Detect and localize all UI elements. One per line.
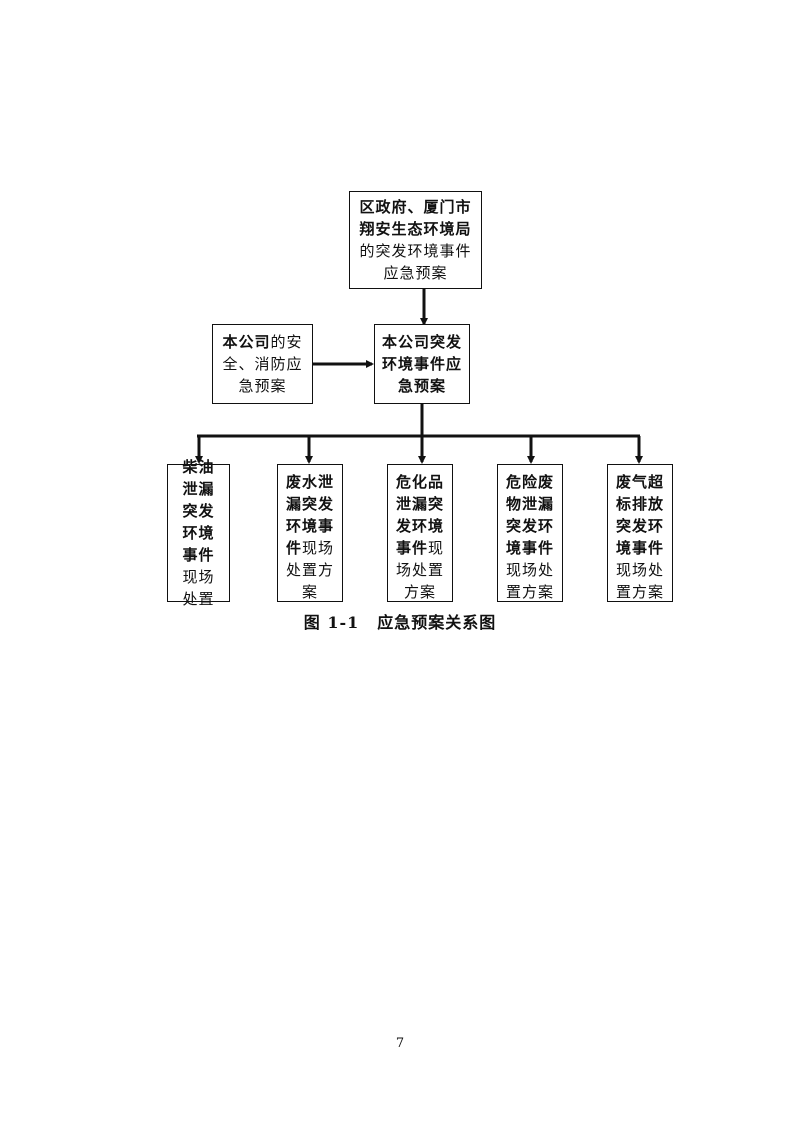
box5-line-4: 境事件	[615, 539, 664, 557]
box2-line-6: 案	[301, 583, 318, 601]
center-box-line-3: 急预案	[397, 377, 446, 395]
box4-line-6: 置方案	[505, 583, 554, 601]
page-number: 7	[395, 1036, 405, 1051]
box3-line-4-normal: 现	[428, 539, 445, 557]
top-box-line-3: 的突发环境事件	[359, 242, 472, 260]
left-box-line-3: 急预案	[238, 377, 287, 395]
top-box-line-1: 区政府、厦门市	[359, 198, 472, 216]
figure-title: 应急预案关系图	[377, 613, 497, 632]
left-box-line-1: 本公司的安	[222, 331, 302, 353]
hazwaste-leak-plan-box: 危险废 物泄漏 突发环 境事件 现场处 置方案	[497, 464, 563, 602]
hazchem-leak-plan-box: 危化品 泄漏突 发环境 事件现 场处置 方案	[387, 464, 453, 602]
box5-line-5: 现场处	[615, 561, 664, 579]
box4-line-2: 物泄漏	[505, 495, 554, 513]
box5-line-6: 置方案	[615, 583, 664, 601]
box4-line-3: 突发环	[505, 517, 554, 535]
top-box-line-2: 翔安生态环境局	[359, 220, 472, 238]
diesel-leak-plan-box: 柴油 泄漏 突发 环境 事件 现场 处置	[167, 458, 230, 608]
center-box-line-2: 环境事件应	[381, 355, 462, 373]
box5-line-1: 废气超	[615, 473, 664, 491]
figure-caption: 图 1-1 应急预案关系图	[0, 609, 800, 633]
box1-line-5: 事件	[182, 546, 215, 564]
center-box-line-1: 本公司突发	[381, 333, 462, 351]
box2-line-2: 漏突发	[285, 495, 334, 513]
box2-line-4: 件现场	[286, 537, 334, 559]
left-box-line-1-normal: 的安	[270, 333, 303, 351]
box1-line-2: 泄漏	[182, 480, 215, 498]
wastewater-leak-plan-box: 废水泄 漏突发 环境事 件现场 处置方 案	[277, 464, 343, 602]
box3-line-6: 方案	[403, 583, 436, 601]
box2-line-1: 废水泄	[285, 473, 334, 491]
box3-line-4: 事件现	[396, 537, 444, 559]
box1-line-7: 处置	[182, 590, 215, 608]
box2-line-3: 环境事	[285, 517, 334, 535]
left-box-line-1-bold: 本公司	[222, 333, 271, 351]
box1-line-1: 柴油	[182, 458, 215, 476]
box5-line-3: 突发环	[615, 517, 664, 535]
left-box-line-2: 全、消防应	[222, 355, 303, 373]
box3-line-2: 泄漏突	[395, 495, 444, 513]
box4-line-1: 危险废	[505, 473, 554, 491]
district-plan-box: 区政府、厦门市 翔安生态环境局 的突发环境事件 应急预案	[349, 191, 482, 289]
box1-line-3: 突发	[182, 502, 215, 520]
box1-line-6: 现场	[182, 568, 215, 586]
top-box-line-4: 应急预案	[383, 264, 448, 282]
box4-line-4: 境事件	[505, 539, 554, 557]
box4-line-5: 现场处	[505, 561, 554, 579]
box2-line-4-normal: 现场	[302, 539, 335, 557]
box1-line-4: 环境	[182, 524, 215, 542]
box3-line-4-bold: 事件	[395, 539, 428, 557]
box2-line-5: 处置方	[285, 561, 334, 579]
box3-line-1: 危化品	[395, 473, 444, 491]
exhaust-emission-plan-box: 废气超 标排放 突发环 境事件 现场处 置方案	[607, 464, 673, 602]
figure-number: 图 1-1	[303, 613, 360, 632]
box3-line-5: 场处置	[395, 561, 444, 579]
safety-fire-plan-box: 本公司的安 全、消防应 急预案	[212, 324, 313, 404]
box5-line-2: 标排放	[615, 495, 664, 513]
box2-line-4-bold: 件	[285, 539, 302, 557]
box3-line-3: 发环境	[395, 517, 444, 535]
company-emergency-plan-box: 本公司突发 环境事件应 急预案	[374, 324, 470, 404]
